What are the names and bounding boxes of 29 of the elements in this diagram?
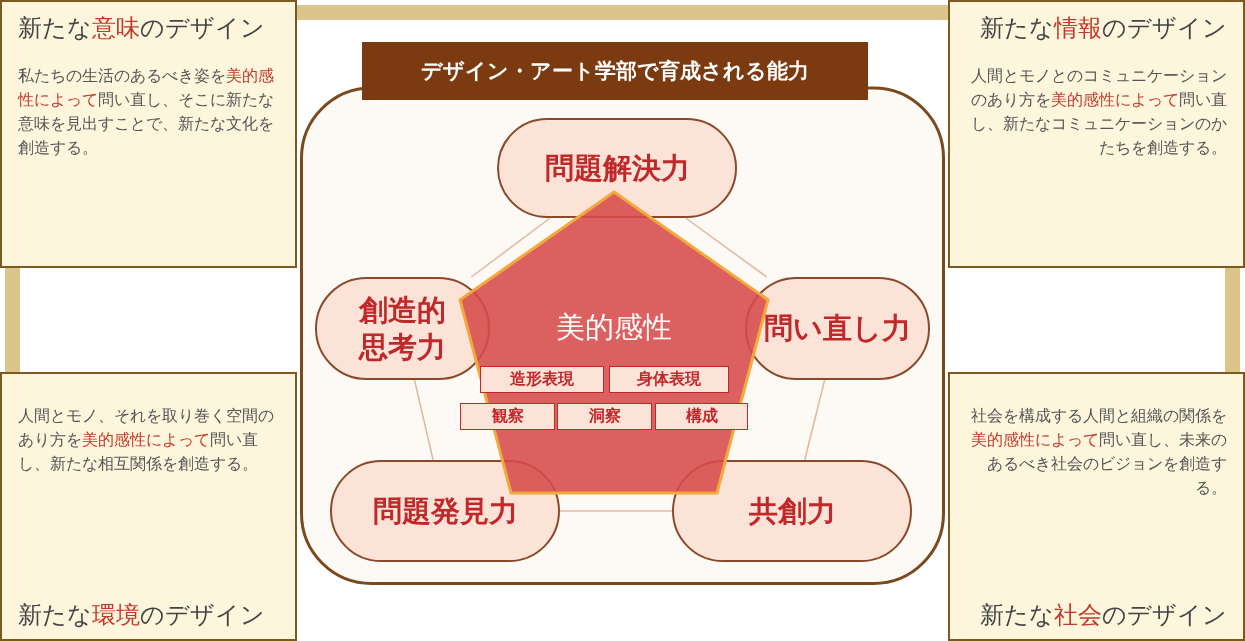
ability-label: 問題解決力 [544,149,690,187]
rounded-panel [300,42,945,585]
ability-label: 問題発見力 [372,492,518,530]
card-heading: 新たな意味のデザイン [18,13,265,44]
skill-tag: 観察 [460,403,555,430]
skill-tag: 身体表現 [609,366,729,393]
description-card [0,0,297,268]
ability-label: 創造的思考力 [357,292,447,365]
card-text: 社会を構成する人間と組織の関係を美的感性によって問い直し、未来のあるべき社会のビジョンを創造する。 [970,405,1227,499]
description-card [948,372,1245,641]
connector-line [684,217,768,278]
skill-tag: 洞察 [557,403,652,430]
description-card [0,372,297,641]
card-heading: 新たな情報のデザイン [980,13,1227,44]
card-text: 人間とモノ、それを取り巻く空間のあり方を美的感性によって問い直し、新たな相互関係を創造する。 [18,405,275,475]
card-text: 人間とモノとのコミュニケーションのあり方を美的感性によって問い直し、新たなコミュニケーションのかたちを創造する。 [970,65,1227,159]
panel-title: デザイン・アート学部で育成される能力 [362,42,868,100]
skill-tag: 造形表現 [480,366,604,393]
pentagon-label: 美的感性 [555,309,673,346]
card-heading: 新たな社会のデザイン [980,600,1227,631]
skill-tag: 構成 [655,403,748,430]
connector-line [803,379,826,461]
description-card [948,0,1245,268]
ability-label: 共創力 [748,492,836,530]
card-text: 私たちの生活のあるべき姿を美的感性によって問い直し、そこに新たな意味を見出すことで、新たな文化を創造する。 [18,65,275,159]
card-heading: 新たな環境のデザイン [18,600,265,631]
connector-line [413,379,434,461]
ability-label: 問い直し力 [764,310,911,347]
connector-line [559,510,673,512]
